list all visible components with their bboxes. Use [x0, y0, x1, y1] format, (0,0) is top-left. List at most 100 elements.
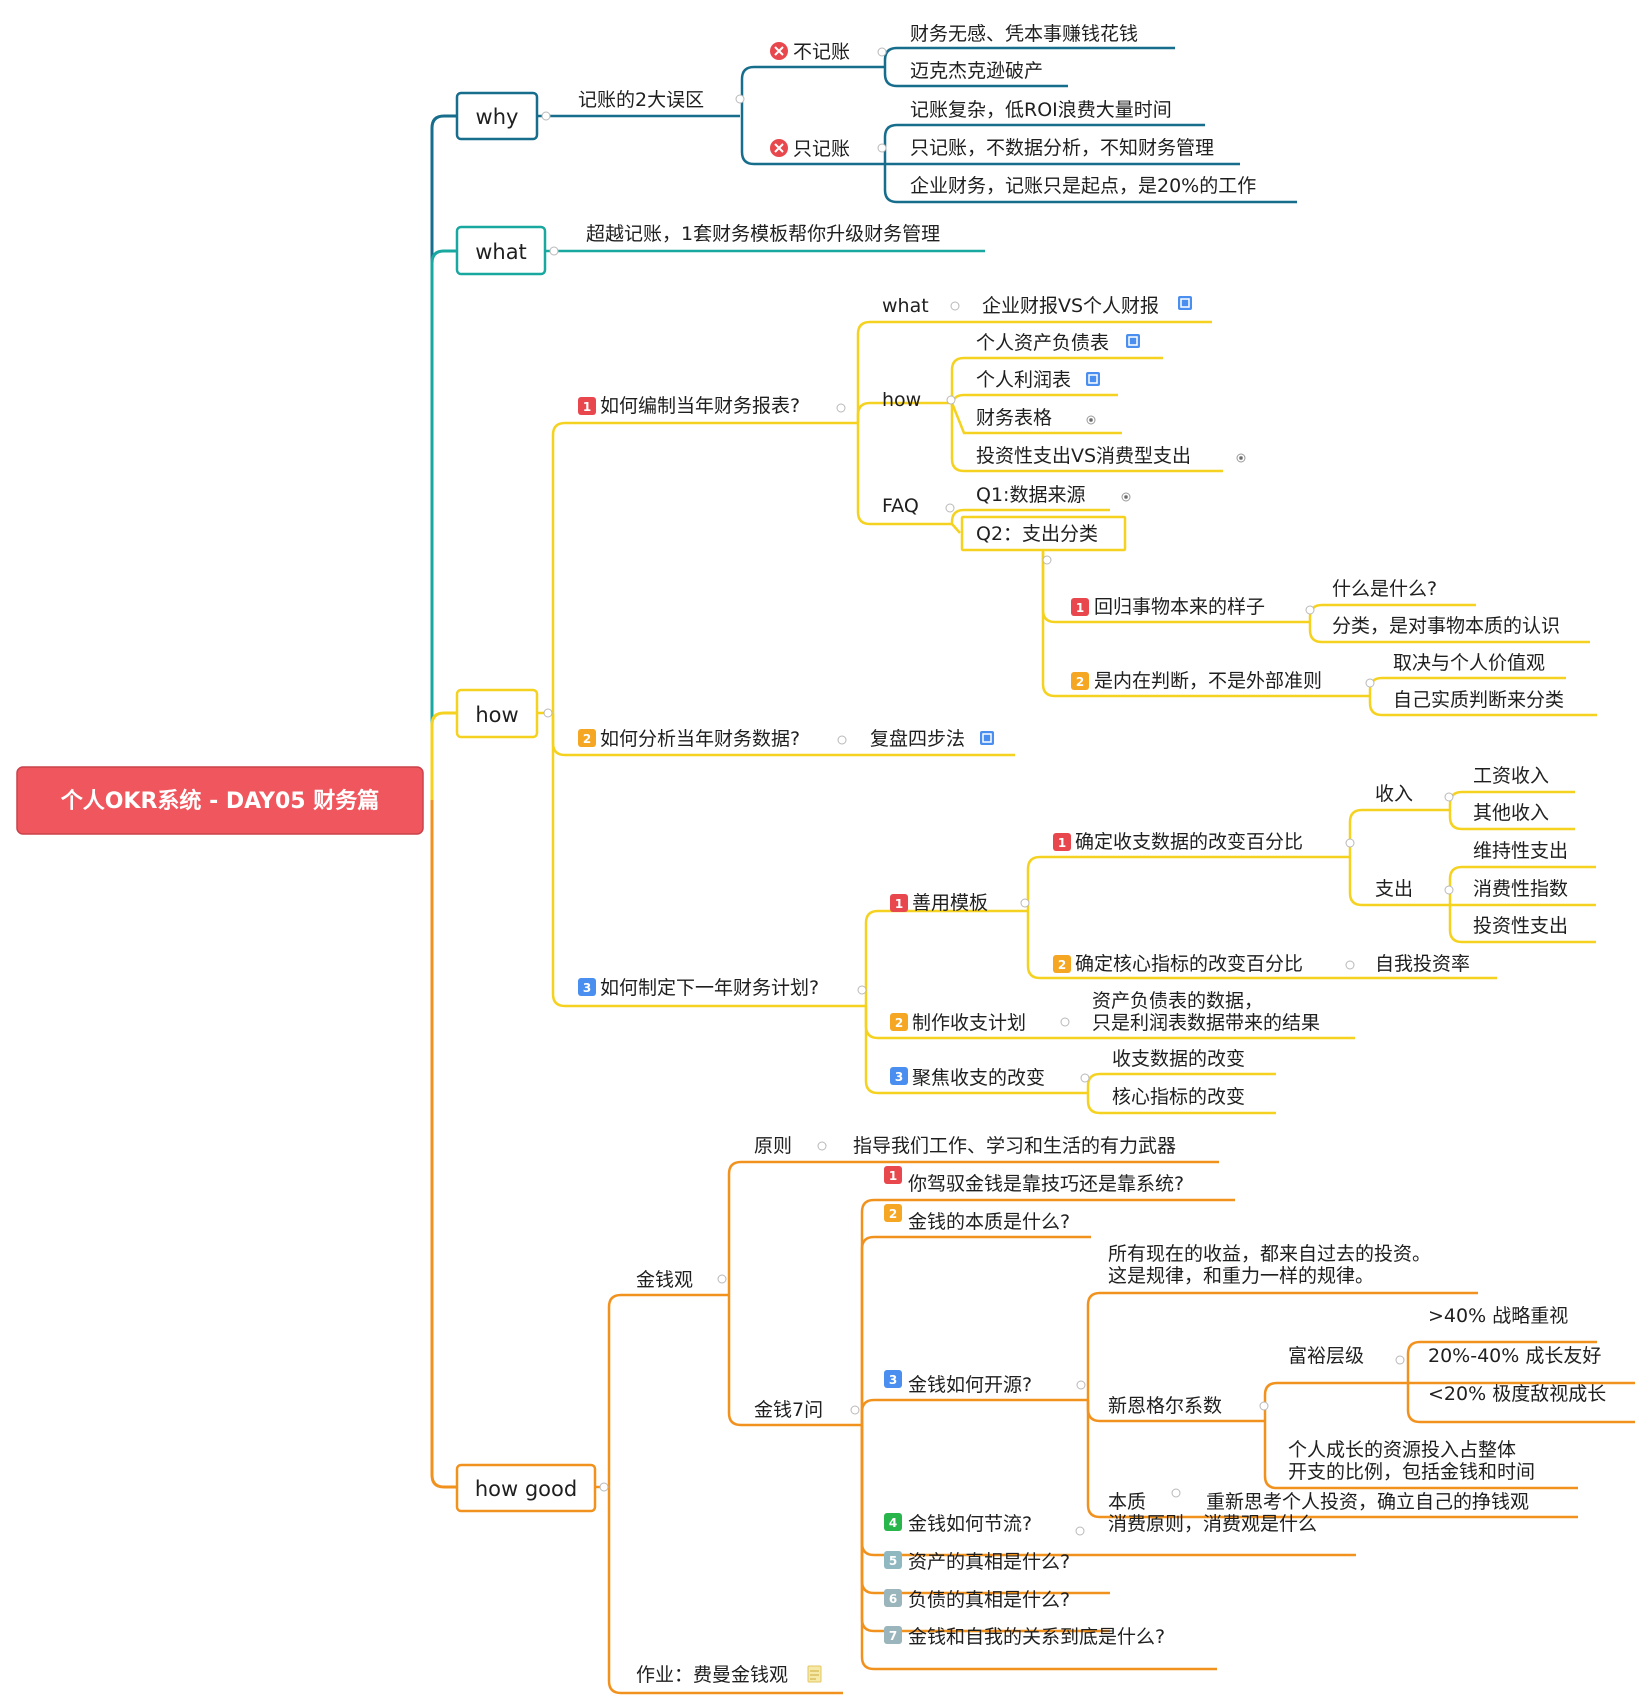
faq-p1-item: 分类，是对事物本质的认识	[1332, 615, 1560, 637]
seven-q6: 负债的真相是什么?	[908, 1589, 1070, 1611]
homework: 作业：费曼金钱观	[636, 1664, 788, 1686]
q3-plan-item: 资产负债表的数据，	[1092, 990, 1263, 1012]
q4-item: 消费原则，消费观是什么	[1108, 1513, 1317, 1535]
faq-p2-item: 取决与个人价值观	[1393, 652, 1545, 674]
seven-q2: 金钱的本质是什么?	[908, 1211, 1070, 1233]
why-item: 记账复杂，低ROI浪费大量时间	[910, 99, 1172, 121]
expense-item: 维持性支出	[1473, 840, 1568, 862]
priority-1-icon: 1	[884, 1166, 902, 1184]
priority-4-icon: 4	[884, 1513, 902, 1531]
expense-item: 消费性指数	[1473, 878, 1568, 900]
cross-icon	[770, 42, 788, 60]
why-item: 企业财务，记账只是起点，是20%的工作	[910, 175, 1256, 197]
collapse-dots[interactable]	[541, 47, 1454, 1536]
priority-6-icon: 6	[884, 1589, 902, 1607]
what-item: 超越记账，1套财务模板帮你升级财务管理	[586, 223, 940, 245]
what-label: what	[475, 240, 527, 264]
seven-q4: 金钱如何节流?	[908, 1513, 1032, 1535]
how-q1-how-item: 个人资产负债表	[976, 332, 1109, 354]
principle-item: 指导我们工作、学习和生活的有力武器	[853, 1135, 1176, 1157]
how-good-connectors	[596, 1160, 1635, 1695]
how-q1-what-item: 企业财报VS个人财报	[982, 295, 1159, 317]
how-q1-how-item: 财务表格	[976, 407, 1052, 429]
q3-plan-item: 只是利润表数据带来的结果	[1092, 1012, 1320, 1034]
svg-text:2: 2	[583, 732, 591, 746]
q3-focus: 聚焦收支的改变	[912, 1067, 1045, 1089]
svg-text:2: 2	[1058, 958, 1066, 972]
seven-q1: 你驾驭金钱是靠技巧还是靠系统?	[908, 1173, 1184, 1195]
priority-2-icon: 2	[578, 729, 596, 747]
seven-questions: 金钱7问	[754, 1399, 823, 1421]
why-item: 迈克杰克逊破产	[910, 60, 1043, 82]
svg-text:1: 1	[1058, 836, 1066, 850]
engel-definition: 开支的比例，包括金钱和时间	[1288, 1461, 1535, 1483]
how-good-label: how good	[475, 1477, 577, 1501]
why-node[interactable]: why	[455, 91, 539, 141]
priority-2-icon: 2	[1053, 955, 1071, 973]
how-q3: 如何制定下一年财务计划?	[600, 977, 819, 999]
how-q1: 如何编制当年财务报表?	[600, 395, 800, 417]
priority-3-icon: 3	[890, 1067, 908, 1085]
q3-quote: 这是规律，和重力一样的规律。	[1108, 1265, 1374, 1287]
svg-text:2: 2	[895, 1016, 903, 1030]
faq-p2-item: 自己实质判断来分类	[1393, 689, 1564, 711]
svg-text:1: 1	[583, 400, 591, 414]
essence: 本质	[1108, 1491, 1146, 1513]
link-icon[interactable]	[1178, 296, 1192, 310]
q3-s1: 确定收支数据的改变百分比	[1075, 831, 1303, 853]
q3-expense: 支出	[1375, 878, 1413, 900]
how-q1-what: what	[882, 295, 929, 317]
engel: 新恩格尔系数	[1108, 1395, 1222, 1417]
faq-p1-item: 什么是什么?	[1332, 578, 1437, 600]
how-connectors	[538, 320, 1597, 1115]
why-label: why	[476, 105, 519, 129]
engel-definition: 个人成长的资源投入占整体	[1288, 1439, 1516, 1461]
focus-item: 核心指标的改变	[1112, 1086, 1245, 1108]
what-node[interactable]: what	[455, 225, 547, 276]
income-item: 其他收入	[1473, 802, 1549, 824]
focus-item: 收支数据的改变	[1112, 1048, 1245, 1070]
q3-quote: 所有现在的收益，都来自过去的投资。	[1108, 1243, 1431, 1265]
root-label: 个人OKR系统 - DAY05 财务篇	[61, 788, 380, 814]
svg-text:3: 3	[583, 981, 591, 995]
how-q1-faq: FAQ	[882, 495, 919, 517]
how-good-node[interactable]: how good	[455, 1463, 597, 1513]
svg-text:3: 3	[889, 1373, 897, 1387]
svg-text:3: 3	[895, 1070, 903, 1084]
expand-dots[interactable]	[1086, 415, 1246, 502]
principle: 原则	[754, 1135, 792, 1157]
expense-item: 投资性支出	[1473, 915, 1568, 937]
link-icon[interactable]	[1086, 372, 1100, 386]
priority-3-icon: 3	[578, 978, 596, 996]
root-node[interactable]: 个人OKR系统 - DAY05 财务篇	[16, 766, 424, 835]
priority-1-icon: 1	[1053, 833, 1071, 851]
priority-5-icon: 5	[884, 1551, 902, 1569]
wealth-level: 富裕层级	[1288, 1345, 1364, 1367]
seven-q3: 金钱如何开源?	[908, 1374, 1032, 1396]
income-item: 工资收入	[1473, 765, 1549, 787]
seven-q5: 资产的真相是什么?	[908, 1551, 1070, 1573]
how-node[interactable]: how	[455, 688, 539, 739]
seven-q7: 金钱和自我的关系到底是什么?	[908, 1626, 1165, 1648]
link-icon[interactable]	[1126, 334, 1140, 348]
faq-q1: Q1:数据来源	[976, 484, 1085, 506]
link-icon[interactable]	[980, 731, 994, 745]
svg-text:2: 2	[1076, 675, 1084, 689]
priority-1-icon: 1	[890, 894, 908, 912]
wealth-item: <20% 极度敌视成长	[1428, 1383, 1606, 1405]
svg-text:1: 1	[1076, 601, 1084, 615]
no-bookkeeping: 不记账	[793, 41, 850, 63]
why-item: 财务无感、凭本事赚钱花钱	[910, 23, 1138, 45]
how-q1-how: how	[882, 389, 921, 411]
q3-income: 收入	[1375, 783, 1413, 805]
priority-7-icon: 7	[884, 1626, 902, 1644]
svg-text:4: 4	[889, 1516, 897, 1530]
essence-item: 重新思考个人投资，确立自己的挣钱观	[1206, 1491, 1529, 1513]
svg-text:1: 1	[895, 897, 903, 911]
q3-template: 善用模板	[912, 892, 988, 914]
how-q1-how-item: 投资性支出VS消费型支出	[976, 445, 1191, 467]
note-icon[interactable]	[807, 1665, 822, 1683]
why-connectors	[538, 46, 1297, 204]
money-view: 金钱观	[636, 1269, 693, 1291]
